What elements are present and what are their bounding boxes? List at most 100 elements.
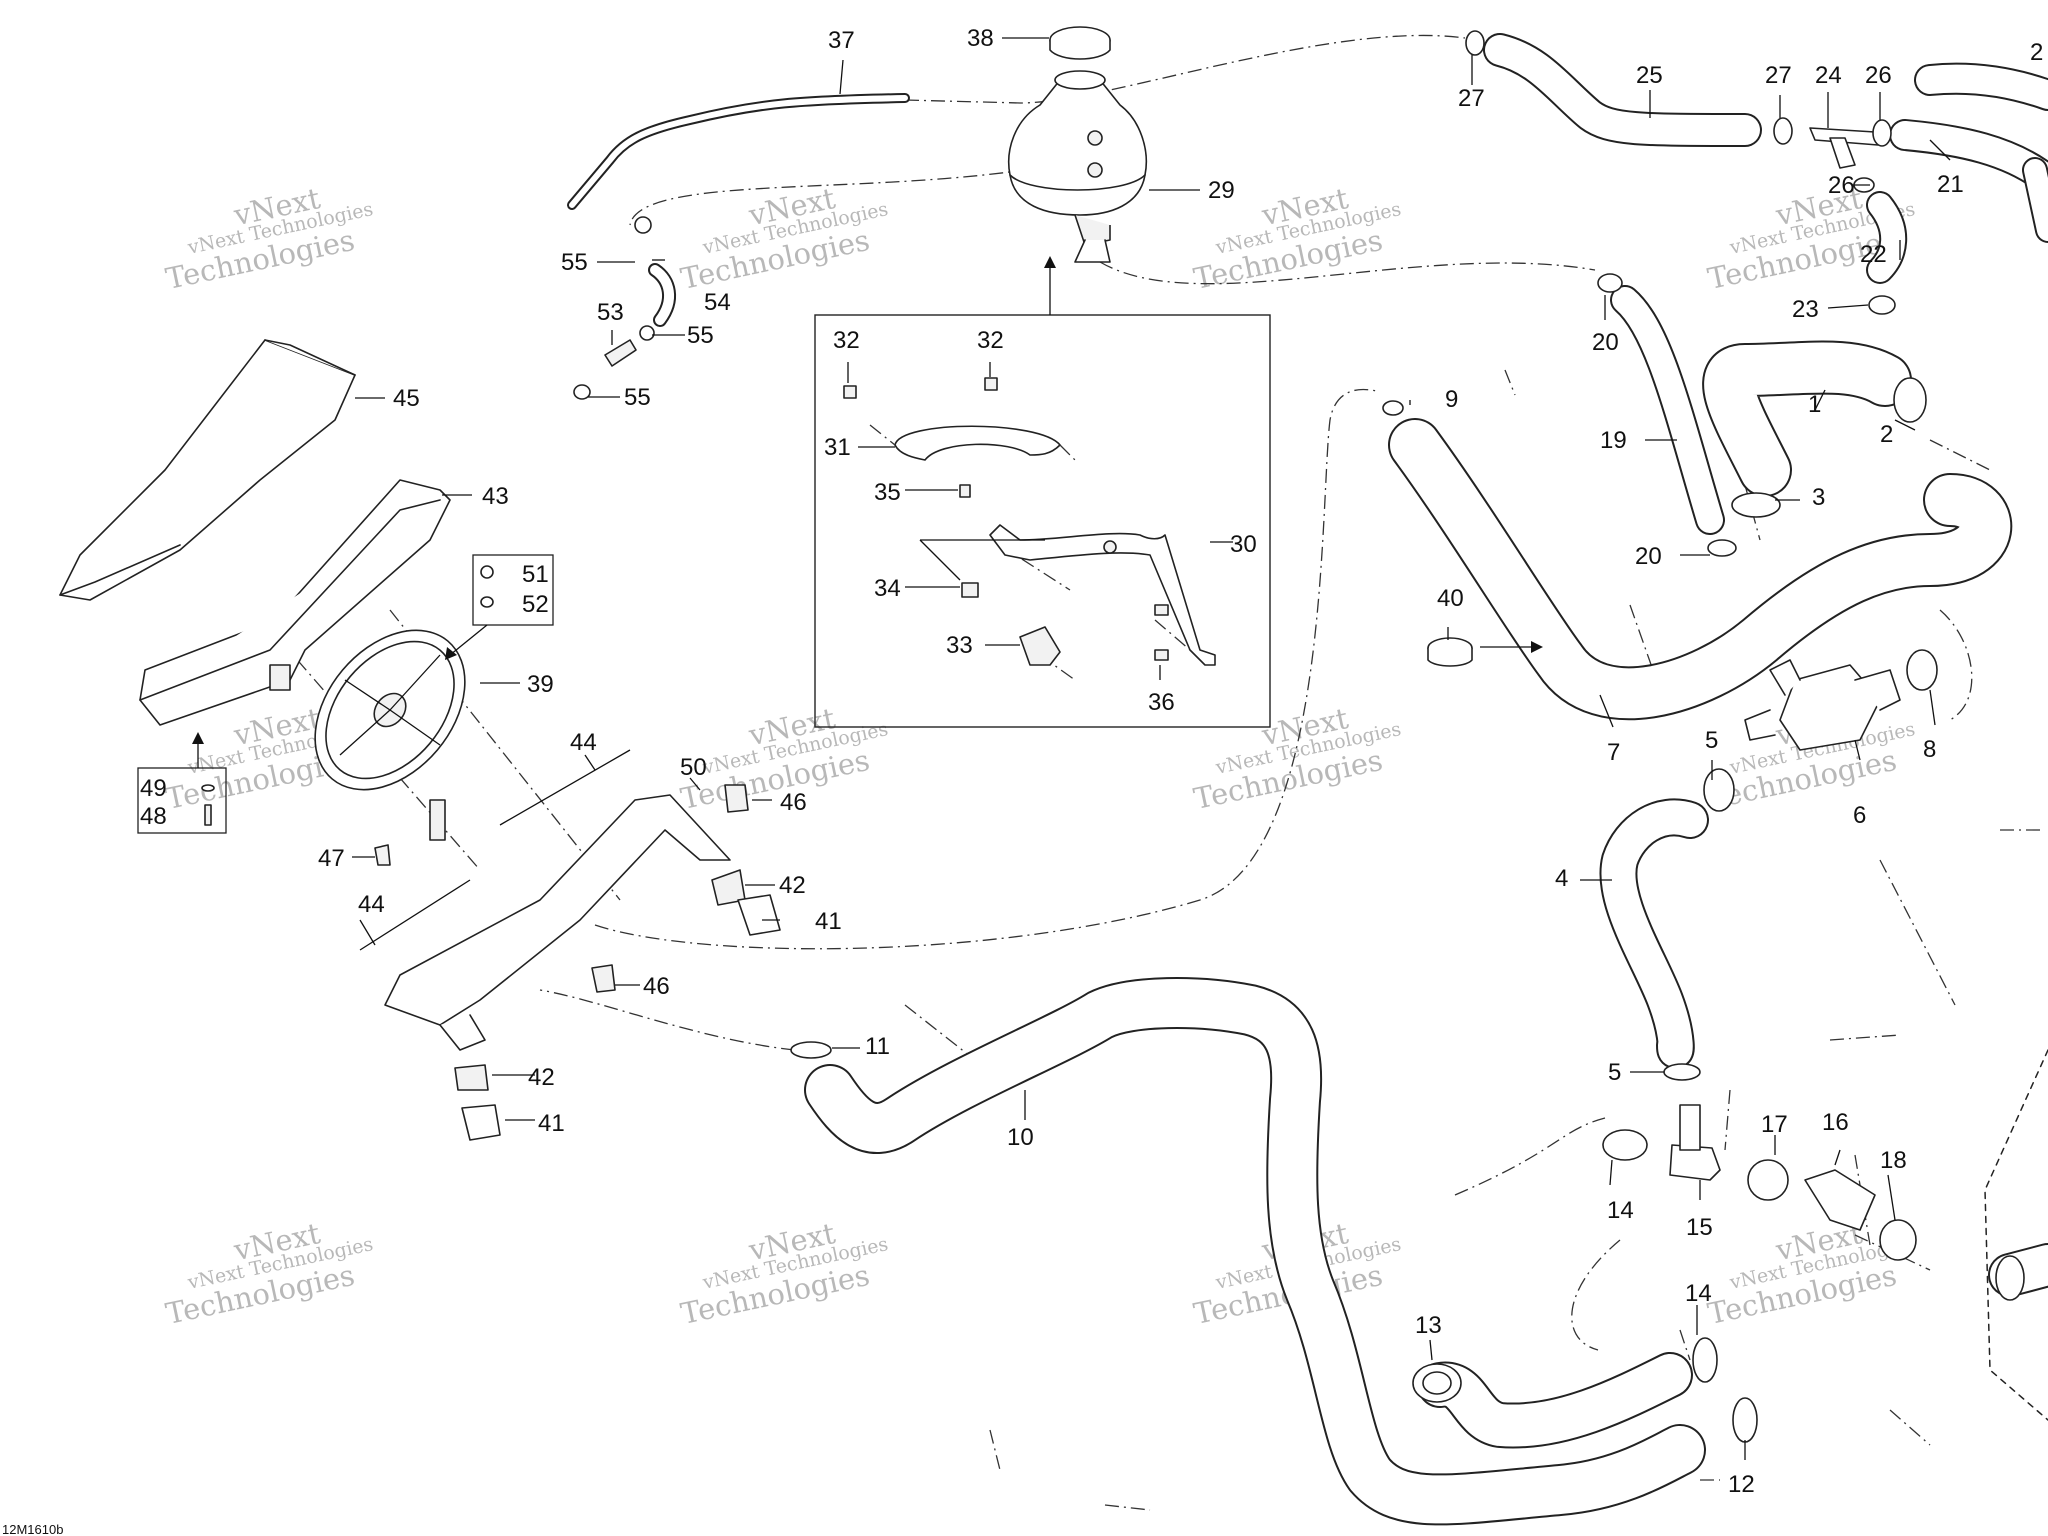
callout-17: 17 (1761, 1111, 1788, 1138)
bracket-30 (989, 524, 1216, 666)
callout-45: 45 (393, 385, 420, 412)
callout-22: 22 (1860, 241, 1887, 268)
leader-lines (352, 37, 1951, 1460)
rod-44 (499, 749, 631, 826)
hose-right-edge (1988, 1243, 2048, 1301)
callout-55: 55 (561, 249, 588, 276)
callout-42: 42 (528, 1064, 555, 1091)
clamp-18 (1879, 1219, 1917, 1261)
hose-19 (1610, 285, 1725, 535)
watermark: vNext vNext Technologies Technologies (678, 1216, 890, 1331)
callout-54: 54 (704, 289, 731, 316)
callout-26: 26 (1828, 172, 1855, 199)
hoses (567, 33, 2048, 1526)
callout-3: 3 (1812, 484, 1825, 511)
hose-22 (1866, 191, 1908, 284)
cushion-41 (737, 894, 781, 936)
bolt-36 (1154, 649, 1169, 661)
callout-46: 46 (643, 973, 670, 1000)
callout-31: 31 (824, 434, 851, 461)
callout-29: 29 (1208, 177, 1235, 204)
cooling-fan-39 (314, 629, 466, 841)
clip-33 (1019, 626, 1061, 666)
callout-41: 41 (538, 1110, 565, 1137)
callout-19: 19 (1600, 427, 1627, 454)
clamp-9 (1382, 400, 1404, 416)
callout-53: 53 (597, 299, 624, 326)
tee-connector-24 (1809, 127, 1879, 169)
rubber-grommet-46 (591, 964, 616, 993)
callouts: 1 2 3 4 5 5 6 7 8 9 10 11 12 13 14 14 15… (140, 25, 2043, 1498)
callout-27: 27 (1458, 85, 1485, 112)
clamp-8 (1906, 649, 1938, 691)
callout-10: 10 (1007, 1124, 1034, 1151)
callout-38: 38 (967, 25, 994, 52)
callout-4: 4 (1555, 865, 1568, 892)
clamp-12 (1732, 1397, 1758, 1443)
callout-1: 1 (1808, 391, 1821, 418)
clamp-17 (1747, 1159, 1789, 1201)
callout-21: 21 (1937, 171, 1964, 198)
callout-5: 5 (1705, 727, 1718, 754)
clamp-55 (573, 384, 591, 400)
callout-55: 55 (624, 384, 651, 411)
callout-44: 44 (570, 729, 597, 756)
callout-30: 30 (1230, 531, 1257, 558)
callout-26: 26 (1865, 62, 1892, 89)
bolt-32 (843, 385, 857, 399)
callout-14: 14 (1607, 1197, 1634, 1224)
fan-shroud (384, 794, 731, 1051)
radiator-43 (139, 479, 451, 726)
callout-41: 41 (815, 908, 842, 935)
clamp-2 (1893, 377, 1927, 423)
bolt-32 (984, 377, 998, 391)
clamp-11 (790, 1041, 832, 1059)
callout-37: 37 (828, 27, 855, 54)
detail-box (814, 256, 1271, 728)
callout-48: 48 (140, 803, 167, 830)
callout-12: 12 (1728, 1471, 1755, 1498)
hose-13 (1412, 1352, 1693, 1449)
callout-32: 32 (833, 327, 860, 354)
callout-20: 20 (1635, 543, 1662, 570)
nut-52 (480, 596, 494, 608)
callout-49: 49 (140, 775, 167, 802)
clamps (201, 30, 1938, 1443)
clamp-27 (1773, 117, 1793, 145)
overflow-tube-37 (567, 93, 910, 210)
callout-11: 11 (865, 1033, 890, 1060)
callout-46: 46 (780, 789, 807, 816)
watermark: vNext vNext Technologies Technologies (163, 1216, 375, 1331)
clamp-23 (1868, 295, 1896, 315)
callout-34: 34 (874, 575, 901, 602)
callout-32: 32 (977, 327, 1004, 354)
clamp-26 (1872, 119, 1892, 147)
rubber-grommet-46 (724, 784, 749, 813)
figure-code: 12M1610b (2, 1522, 63, 1536)
thermostat-housing-6 (1744, 659, 1901, 751)
clamp-5 (1663, 1063, 1701, 1081)
callout-52: 52 (522, 591, 549, 618)
inset-box-51-52 (472, 554, 554, 626)
engine-outline (1984, 1049, 2048, 1421)
connector-53 (604, 339, 637, 367)
callout-44: 44 (358, 891, 385, 918)
routing-lines (279, 34, 2040, 1511)
callout-2: 2 (1880, 421, 1893, 448)
inset-box-48-49 (137, 767, 227, 834)
bracket-42 (454, 1064, 489, 1091)
clamp-3 (1731, 492, 1781, 518)
screw-48 (204, 804, 212, 826)
clamp-14 (1692, 1337, 1718, 1383)
callout-16: 16 (1822, 1109, 1849, 1136)
coolant-reservoir-29 (1008, 70, 1148, 263)
callout-7: 7 (1607, 739, 1620, 766)
hose-10 (804, 977, 1706, 1526)
callout-9: 9 (1445, 386, 1458, 413)
hose-25 (1483, 33, 1762, 147)
callout-51: 51 (522, 561, 549, 588)
nut-34 (961, 582, 979, 598)
callout-55: 55 (687, 322, 714, 349)
callout-25: 25 (1636, 62, 1663, 89)
